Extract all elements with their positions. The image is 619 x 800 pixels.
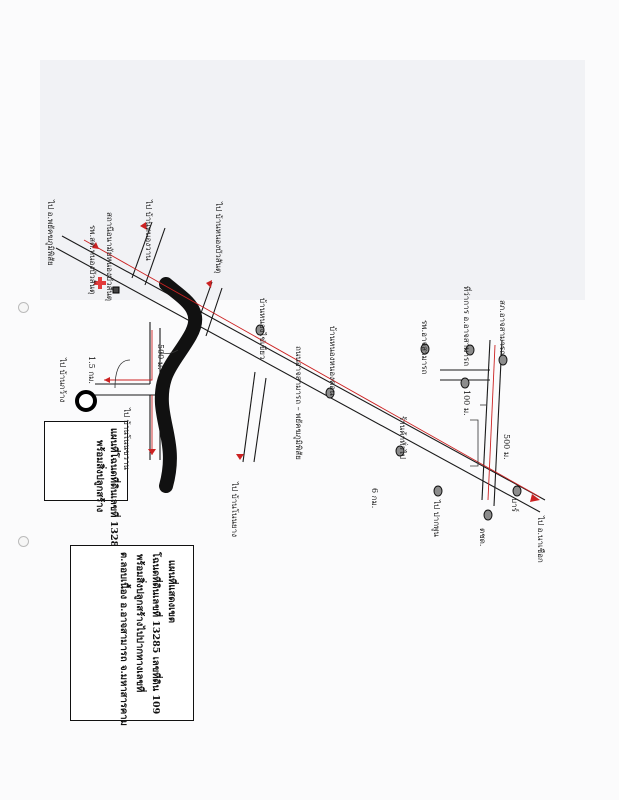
title-line-3: พร้อมสิ่งปลูกสร้างไปปากทางเลขที่ — [134, 554, 145, 693]
label-to-ban-nongwan: ไป บ้านหนองวาน — [144, 200, 153, 261]
label-to-ban-nonkwan: ไป บ้านโนนขวาน — [122, 408, 131, 470]
punch-hole-top — [18, 302, 29, 313]
label-shop: ร้านค้าทั่วไป — [398, 416, 407, 459]
label-hospital-district: รพ.อาจสามารถ — [420, 320, 429, 375]
label-to-phayakkaphum: ไป อ.พยัคฆภูมิพิสัย — [46, 200, 55, 266]
scan-shadow — [40, 60, 585, 300]
label-to-ban-nongbuasantu: ไป บ้านหนองบัวสันตุ — [214, 202, 223, 274]
road-to-ban-nonyang — [242, 371, 267, 463]
route-line — [83, 239, 541, 501]
label-to-nachueak: ไป อ.นาเชือก — [536, 516, 545, 563]
label-dist-500m-a: 500 ม. — [156, 344, 165, 370]
label-ban-nongkhon: บ้านหนองหนองคอน — [328, 326, 337, 396]
property-marker — [75, 390, 97, 412]
label-district-office: ที่ว่าการ อ.อาจสามารถ — [462, 286, 471, 367]
label-dist-100m: 100 ม. — [462, 390, 471, 416]
label-ban-nongkhaiyao: บ้านหนองไข่เขียว — [258, 298, 267, 360]
label-bar: บาร์ — [510, 498, 519, 512]
label-dist-500m-b: 500 ม. — [502, 434, 511, 460]
label-road-name: ถนนอาจสามารถ – พยัคฆภูมิพิสัย — [294, 346, 303, 460]
route-arrows — [92, 222, 540, 502]
landmarks — [255, 324, 522, 521]
label-to-ban-nonyang: ไป บ้านโนนยาง — [230, 482, 239, 538]
road-district — [440, 339, 503, 507]
health-station-icon — [112, 286, 120, 294]
label-hospital: รพ.สต.หนองบัวสันตุ — [88, 225, 97, 295]
punch-hole-bottom — [18, 536, 29, 547]
title-box — [70, 545, 194, 721]
title-line-4: ต.ลอบเนื้อง อ.อาจสามารถ จ.มหาสารคาม — [118, 552, 129, 726]
label-dist-1-5km: 1.5 กม. — [87, 356, 96, 384]
label-health-station: สถานีอนามัยหนองบัวสันตุ — [105, 212, 114, 301]
legend-box — [44, 421, 128, 501]
legend-line-2: พร้อมสิ่งปลูกสร้าง — [94, 440, 105, 513]
main-road — [55, 235, 546, 513]
label-police-station: สภ.อาจสามารถ — [498, 300, 507, 355]
label-to-ban-kwang: ไป บ้านกว้าง — [58, 358, 67, 403]
hospital-icon — [94, 277, 106, 289]
river — [154, 277, 203, 493]
label-to-pakphun: ไป ปากพูน — [432, 500, 441, 537]
road-to-ban-kwang — [95, 322, 161, 396]
title-line-1: แผนที่แสดงเขต — [166, 560, 177, 624]
title-line-2: โฉนดที่ดินเลขที่ 13285 เลขที่ดิน 109 — [150, 552, 161, 715]
dimension-brackets — [114, 349, 486, 467]
label-police: ตชด. — [478, 528, 487, 547]
label-dist-6km: 6 กม. — [370, 488, 379, 509]
